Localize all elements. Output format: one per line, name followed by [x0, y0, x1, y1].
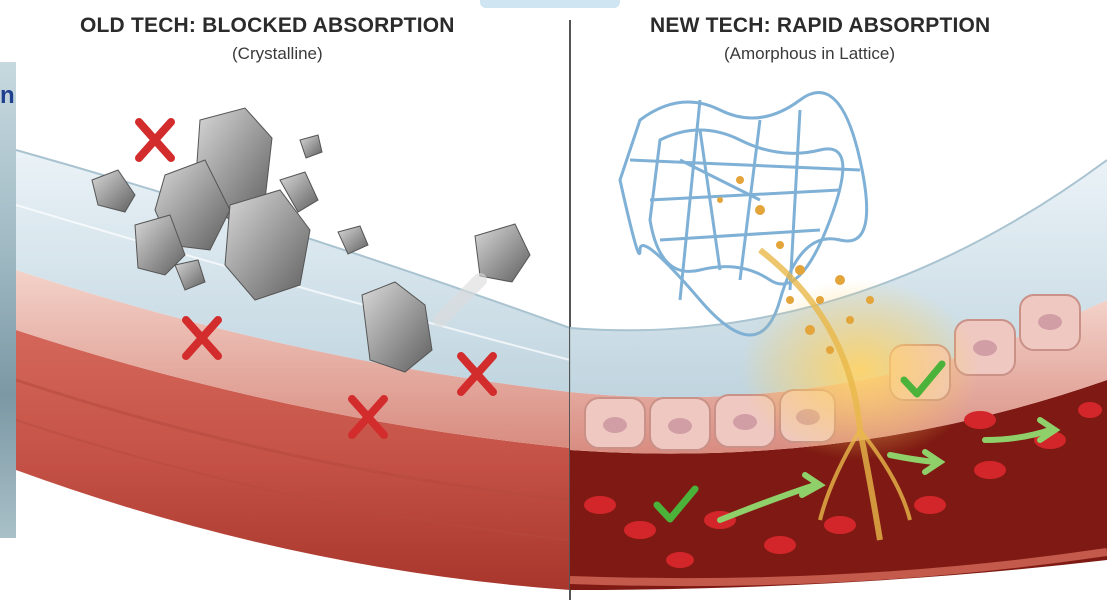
left-panel-subtitle: (Crystalline): [232, 44, 323, 64]
right-panel-subtitle: (Amorphous in Lattice): [724, 44, 895, 64]
left-panel-title: OLD TECH: BLOCKED ABSORPTION: [80, 14, 455, 38]
right-panel-title: NEW TECH: RAPID ABSORPTION: [650, 14, 990, 38]
red-x-icon: [139, 122, 171, 158]
